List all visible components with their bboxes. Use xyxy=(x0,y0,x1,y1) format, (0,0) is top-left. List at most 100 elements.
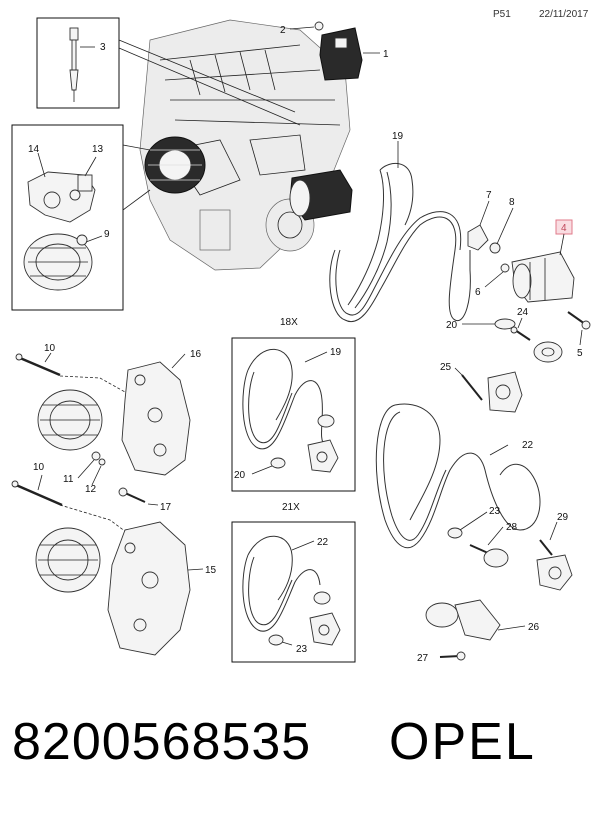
drive-belt-19 xyxy=(329,216,471,323)
glow-plug-part xyxy=(69,27,79,102)
leader-25 xyxy=(454,367,466,379)
alternator-part-lower xyxy=(35,527,101,593)
callout-23-kit: 23 xyxy=(296,644,308,655)
bolt-part-27 xyxy=(439,651,466,661)
kit-21x-pulley xyxy=(313,591,331,605)
callout-19-kit: 19 xyxy=(330,347,342,358)
callout-7: 7 xyxy=(486,190,492,201)
callout-12: 12 xyxy=(85,484,97,495)
kit-21x-box xyxy=(231,521,356,663)
leader-glow-plug-to-engine-2 xyxy=(118,39,296,113)
drive-belt-19-inner xyxy=(335,211,462,316)
leader-14 xyxy=(37,152,46,178)
callout-15: 15 xyxy=(205,565,217,576)
leader-28 xyxy=(487,526,504,546)
kit-21x-belt-top xyxy=(247,535,293,601)
callout-24: 24 xyxy=(517,307,529,318)
callout-23-main: 23 xyxy=(489,506,501,517)
kit-18x-box xyxy=(231,337,356,492)
leader-9 xyxy=(85,235,103,243)
callout-2: 2 xyxy=(280,25,286,36)
leader-22-kit xyxy=(291,540,315,551)
callout-13: 13 xyxy=(92,144,104,155)
leader-10-lower xyxy=(37,474,43,491)
leader-29 xyxy=(549,521,558,541)
callout-5: 5 xyxy=(577,348,583,359)
nut-part-6 xyxy=(500,263,510,273)
kit-18x-clamp xyxy=(270,457,286,469)
dashed-alignment-upper xyxy=(59,375,126,393)
bolt-part-5 xyxy=(567,311,591,330)
leader-17 xyxy=(147,503,159,506)
callout-16: 16 xyxy=(190,349,202,360)
leader-inset-to-alternator-2 xyxy=(122,144,151,151)
callout-21x: 21X xyxy=(282,502,300,513)
bolt-part-28 xyxy=(469,544,509,568)
leader-7 xyxy=(479,200,490,226)
alternator-bracket-part xyxy=(27,171,96,223)
leader-11 xyxy=(77,459,95,479)
leader-23 xyxy=(459,511,488,531)
clamp-part-23 xyxy=(447,527,463,539)
page-code: P51 xyxy=(493,9,511,20)
leader-12 xyxy=(91,465,102,486)
leader-inset-to-alternator xyxy=(122,189,151,211)
callout-25: 25 xyxy=(440,362,452,373)
callout-10-lower: 10 xyxy=(33,462,45,473)
drive-belt-19-top xyxy=(379,162,414,226)
part-number: 8200568535 xyxy=(12,713,312,771)
relay-bracket-part-1 xyxy=(319,27,363,81)
kit-21x-tensioner xyxy=(309,612,341,646)
callout-19-main: 19 xyxy=(392,131,404,142)
leader-23-kit xyxy=(281,641,293,646)
tensioner-part-29 xyxy=(536,539,573,591)
leader-10-upper xyxy=(44,352,52,363)
callout-18x: 18X xyxy=(280,317,298,328)
bolt-part-17 xyxy=(118,487,146,503)
drive-belt-22-upper xyxy=(394,403,441,521)
leader-26 xyxy=(497,625,526,631)
drive-belt-22 xyxy=(375,404,541,549)
drive-belt-19-upper xyxy=(347,169,385,306)
leader-13 xyxy=(84,156,97,177)
leader-15 xyxy=(187,568,204,571)
bolt-part-8 xyxy=(489,242,501,254)
leader-4 xyxy=(559,233,565,256)
callout-3: 3 xyxy=(100,42,106,53)
kit-21x-clamp xyxy=(268,634,284,646)
callout-28: 28 xyxy=(506,522,518,533)
leader-6 xyxy=(484,271,504,288)
callout-29: 29 xyxy=(557,512,569,523)
inset-glow-plug-box xyxy=(36,17,120,109)
callout-27: 27 xyxy=(417,653,429,664)
inset-alternator-box xyxy=(11,124,124,311)
callout-26: 26 xyxy=(528,622,540,633)
callout-6: 6 xyxy=(475,287,481,298)
callout-20-main: 20 xyxy=(446,320,458,331)
bracket-part-16 xyxy=(121,361,191,476)
drive-belt-19-upper-2 xyxy=(354,171,392,309)
leader-19-kit xyxy=(304,351,328,363)
pulley-bracket-part-26 xyxy=(425,599,501,641)
brand-name: OPEL xyxy=(389,713,536,771)
bolt-part-10-lower xyxy=(11,480,63,507)
kit-18x-tensioner xyxy=(307,439,339,473)
starter-motor-on-engine xyxy=(289,169,353,221)
alternator-part-middle xyxy=(37,389,103,451)
callout-1: 1 xyxy=(383,49,389,60)
diagram-date: 22/11/2017 xyxy=(539,9,589,20)
drive-belt-22-inner xyxy=(383,411,447,541)
tensioner-part-25 xyxy=(461,371,523,413)
leader-2 xyxy=(289,26,315,30)
bolt-part-10-upper xyxy=(15,353,61,377)
leader-20-kit xyxy=(251,465,273,475)
alternator-on-engine xyxy=(144,136,206,194)
leader-glow-plug-to-engine xyxy=(118,47,301,126)
callout-10-upper: 10 xyxy=(44,343,56,354)
kit-21x-belt-inner xyxy=(248,556,293,626)
leader-5 xyxy=(579,329,583,346)
callout-4: 4 xyxy=(561,223,567,234)
bracket-part-7 xyxy=(467,224,489,251)
